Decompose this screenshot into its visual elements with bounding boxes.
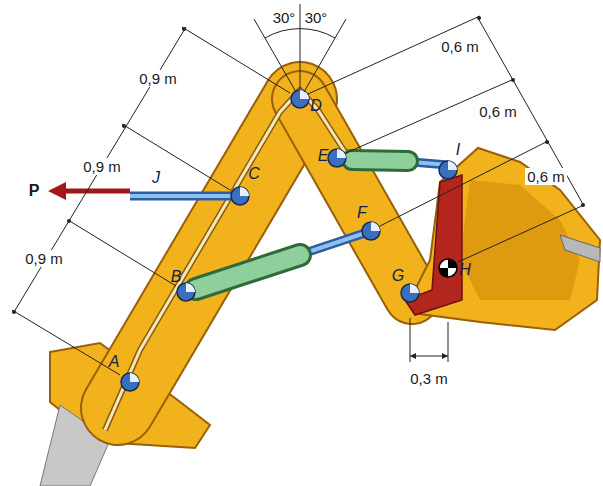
angle-value: 30° — [271, 9, 298, 26]
hydraulic-cylinder — [196, 255, 300, 289]
dimension-ticks — [12, 16, 585, 359]
point-label: D — [310, 98, 322, 114]
hydraulic-cylinder — [196, 255, 300, 289]
force-arrow — [62, 189, 130, 194]
stick — [300, 99, 412, 296]
rod — [130, 192, 240, 201]
stick-outline — [300, 99, 412, 296]
point-label: C — [248, 166, 260, 182]
hose — [105, 90, 400, 430]
centre-of-mass — [439, 259, 457, 277]
point-label: A — [109, 354, 120, 370]
point-label: J — [152, 170, 160, 186]
force-label: P — [29, 183, 40, 199]
bucket-teeth — [560, 235, 600, 262]
hydraulic-cylinder — [352, 160, 408, 161]
point-label: G — [392, 268, 404, 284]
hose — [105, 90, 400, 430]
centre-of-mass — [439, 259, 457, 277]
point-label: E — [318, 148, 329, 164]
boom-outline — [118, 99, 300, 408]
pin-highlights — [130, 90, 457, 382]
rod — [130, 194, 240, 198]
point-label: H — [459, 262, 471, 278]
angle-value: 30° — [303, 9, 330, 26]
point-label: F — [357, 205, 367, 221]
dimension-lines — [12, 16, 584, 375]
dimension-label: 0,3 m — [408, 370, 450, 387]
dimension-label: 0,9 m — [137, 70, 179, 87]
dimension-label: 0,6 m — [525, 168, 567, 185]
arrow-head — [48, 182, 66, 200]
dimension-label: 0,6 m — [477, 103, 519, 120]
hydraulic-cylinder — [352, 160, 408, 161]
point-label: I — [456, 142, 460, 158]
point-label: B — [171, 269, 182, 285]
dimension-label: 0,6 m — [439, 38, 481, 55]
pin-joints — [121, 90, 457, 391]
dimension-label: 0,9 m — [23, 250, 65, 267]
boom — [118, 99, 300, 408]
angle-dimension — [254, 4, 346, 92]
dimension-label: 0,9 m — [81, 158, 123, 175]
